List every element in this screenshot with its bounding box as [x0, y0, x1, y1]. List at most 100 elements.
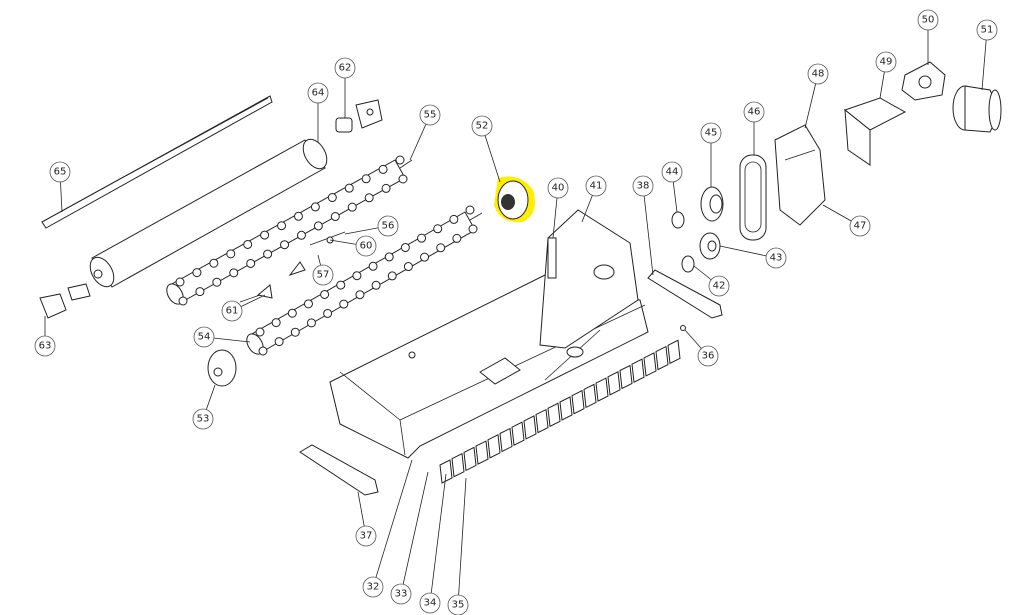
flail [280, 240, 290, 250]
flail [361, 174, 371, 184]
flail [296, 230, 306, 240]
callout-33[interactable]: 33 [390, 471, 429, 605]
flail [355, 290, 365, 300]
callout-label: 54 [198, 332, 211, 343]
callout-60[interactable]: 60 [329, 235, 377, 257]
callout-label: 44 [666, 167, 679, 178]
callout-circle [307, 82, 329, 104]
callout-circle [807, 63, 829, 85]
flail [293, 211, 303, 221]
flap [643, 352, 657, 377]
callout-64[interactable]: 64 [307, 82, 329, 142]
flail [452, 233, 462, 243]
callout-circle [34, 335, 56, 357]
callout-circle [585, 175, 607, 197]
callout-61[interactable]: 61 [221, 294, 266, 322]
flap [631, 358, 645, 383]
callout-label: 60 [360, 241, 373, 252]
flail [212, 277, 222, 287]
flail [178, 296, 188, 306]
flail [395, 155, 405, 165]
callout-circle [976, 19, 998, 41]
part-63-bracket [39, 283, 91, 319]
callout-label: 57 [317, 270, 330, 281]
callout-65[interactable]: 65 [49, 161, 71, 213]
flail [465, 205, 475, 215]
flap [511, 421, 525, 446]
flail [468, 224, 478, 234]
callout-label: 36 [702, 351, 715, 362]
flail [255, 327, 265, 337]
callout-63[interactable]: 63 [34, 316, 56, 357]
callout-32[interactable]: 32 [362, 459, 413, 598]
flap [583, 383, 597, 409]
callout-label: 45 [705, 128, 718, 139]
callout-45[interactable]: 45 [700, 122, 722, 187]
flail [364, 193, 374, 203]
flap [559, 396, 573, 421]
callout-label: 55 [424, 110, 437, 121]
flap [487, 434, 501, 459]
callout-50[interactable]: 50 [917, 9, 939, 65]
flail [384, 252, 394, 262]
callout-52[interactable]: 52 [471, 115, 501, 183]
callout-label: 47 [854, 221, 867, 232]
flail [313, 221, 323, 231]
flail [271, 318, 281, 328]
callout-circle [419, 592, 441, 614]
flail [323, 308, 333, 318]
flail [417, 233, 427, 243]
callout-53[interactable]: 53 [192, 384, 216, 430]
part-52-bearing-flange-highlighted [494, 176, 535, 223]
callout-circle [355, 525, 377, 547]
callout-44[interactable]: 44 [661, 161, 683, 213]
flail [433, 224, 443, 234]
flail [246, 258, 256, 268]
callout-56[interactable]: 56 [344, 215, 399, 237]
callout-46[interactable]: 46 [743, 101, 765, 155]
flap [655, 345, 669, 371]
callout-circle [700, 122, 722, 144]
callout-42[interactable]: 42 [693, 265, 730, 297]
callout-circle [708, 275, 730, 297]
callout-49[interactable]: 49 [875, 51, 897, 99]
flail [347, 202, 357, 212]
flap [523, 415, 537, 440]
callout-57[interactable]: 57 [312, 254, 334, 286]
callout-36[interactable]: 36 [684, 329, 719, 367]
callout-35[interactable]: 35 [447, 477, 469, 615]
callout-62[interactable]: 62 [334, 57, 356, 118]
callout-55[interactable]: 55 [409, 104, 441, 161]
callout-41[interactable]: 41 [581, 175, 607, 223]
part-48-belt-guard [774, 124, 826, 226]
flail [368, 261, 378, 271]
callout-37[interactable]: 37 [355, 491, 377, 547]
flail [303, 299, 313, 309]
flail [352, 271, 362, 281]
flail [371, 280, 381, 290]
callout-43[interactable]: 43 [719, 245, 787, 269]
callout-51[interactable]: 51 [976, 19, 998, 91]
flail [287, 308, 297, 318]
callout-54[interactable]: 54 [193, 326, 251, 348]
flail [195, 287, 205, 297]
flail [436, 243, 446, 253]
callout-34[interactable]: 34 [419, 473, 447, 614]
callout-40[interactable]: 40 [547, 177, 569, 239]
callout-label: 61 [226, 306, 239, 317]
callout-label: 46 [748, 107, 761, 118]
callout-47[interactable]: 47 [822, 204, 871, 237]
part-42-hub [681, 255, 695, 273]
flail [226, 249, 236, 259]
flap [595, 377, 609, 402]
flap [439, 459, 453, 484]
part-35-flaps [439, 339, 681, 484]
callout-48[interactable]: 48 [804, 63, 829, 129]
leader-line [400, 471, 429, 595]
flail [274, 337, 284, 347]
callout-38[interactable]: 38 [632, 175, 654, 276]
flail [175, 277, 185, 287]
part-54-flail-shaft [246, 205, 483, 356]
callout-label: 56 [382, 221, 395, 232]
